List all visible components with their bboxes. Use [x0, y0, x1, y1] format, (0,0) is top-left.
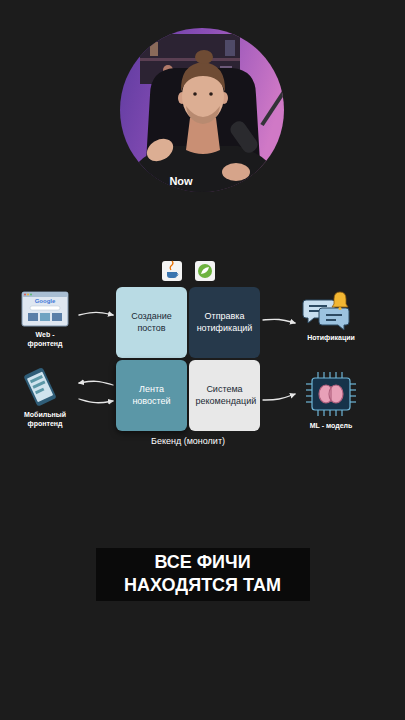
flow-arrow [263, 319, 295, 323]
ml-chip-icon [306, 389, 312, 390]
system-label: Web - фронтенд [24, 331, 66, 348]
browser-icon [30, 294, 32, 296]
presenter-photo [262, 90, 285, 125]
flow-arrow [79, 381, 113, 385]
ml-chip-icon [323, 372, 324, 378]
module-box: Лента новостей [116, 360, 187, 431]
ml-chip-icon [330, 386, 331, 402]
ml-chip-icon [350, 389, 356, 390]
notification-icon [319, 308, 349, 330]
caption-band: ВСЕ ФИЧИ НАХОДЯТСЯ ТАМ [0, 548, 405, 601]
presenter-photo [181, 62, 225, 92]
ml-chip-icon [329, 372, 330, 378]
presenter-photo [193, 92, 197, 96]
spring-logo [195, 261, 215, 281]
spring-logo [201, 267, 209, 274]
ml-chip-icon [306, 372, 356, 416]
module-box: Отправка нотификаций [189, 287, 260, 358]
spring-logo [195, 261, 215, 281]
notification-icon [303, 292, 349, 330]
ml-chip-icon [350, 383, 356, 384]
ml-chip-icon [335, 410, 336, 416]
browser-icon [28, 313, 38, 321]
presenter-photo [143, 134, 177, 165]
ml-chip-icon [312, 378, 350, 410]
notification-icon [326, 314, 342, 316]
browser-icon [22, 292, 68, 326]
presenter-photo [122, 146, 286, 200]
ml-chip-icon [341, 372, 342, 378]
browser-icon [22, 292, 68, 326]
subtitle-caption: ВСЕ ФИЧИ НАХОДЯТСЯ ТАМ [96, 548, 310, 601]
notification-icon [332, 292, 348, 307]
ml-chip-icon [317, 410, 318, 416]
java-logo [162, 261, 182, 281]
java-logo [167, 272, 177, 278]
notification-icon [309, 305, 327, 307]
ml-chip-icon [329, 410, 330, 416]
module-box: Система рекомендаций [189, 360, 260, 431]
presenter-photo [222, 163, 250, 181]
phone-icon [23, 367, 56, 407]
ml-chip-icon [306, 395, 312, 396]
browser-logo-text: Google [22, 298, 68, 304]
system-label: Мобильный фронтенд [22, 411, 68, 428]
module-label: Лента новостей [123, 384, 181, 407]
presenter-photo [225, 40, 235, 56]
system-label: ML - модель [299, 422, 363, 430]
browser-icon [24, 294, 26, 296]
system-icon: Мобильный фронтенд [14, 368, 76, 428]
notification-icon [326, 319, 336, 321]
shirt-print: Now [163, 176, 199, 187]
ml-chip-icon [323, 410, 324, 416]
ml-chip-icon [317, 372, 318, 378]
system-icon: ML - модель [298, 372, 364, 430]
module-box: Создание постов [116, 287, 187, 358]
browser-icon [30, 306, 60, 310]
group-label: Бекенд (монолит) [106, 436, 270, 447]
ml-chip-icon [319, 385, 333, 403]
java-logo [170, 261, 173, 270]
presenter-photo [150, 42, 158, 56]
browser-icon [52, 313, 62, 321]
ml-chip-icon [341, 410, 342, 416]
presenter-photo [186, 106, 220, 124]
system-label: Нотификации [299, 334, 363, 342]
phone-icon [35, 388, 44, 395]
ml-chip-icon [306, 383, 312, 384]
browser-icon [22, 292, 68, 297]
module-label: Создание постов [123, 311, 181, 334]
notification-icon [338, 307, 341, 310]
module-label: Отправка нотификаций [196, 311, 254, 334]
presenter-photo [195, 50, 213, 64]
phone-icon [23, 367, 56, 407]
browser-icon [27, 294, 29, 296]
ml-chip-icon [335, 372, 336, 378]
spring-logo [198, 264, 212, 278]
flow-arrow [263, 394, 295, 400]
system-icon: Нотификации [298, 288, 364, 342]
java-logo [162, 261, 182, 281]
ml-chip-icon [306, 401, 312, 402]
flow-arrow [79, 399, 113, 403]
flow-arrow [79, 312, 113, 315]
java-logo [177, 273, 179, 276]
ml-chip-icon [329, 385, 343, 403]
monolith-box: Бекенд (монолит)Создание постовОтправка … [116, 287, 260, 431]
ml-chip-icon [350, 401, 356, 402]
browser-icon [40, 313, 50, 321]
module-label: Система рекомендаций [196, 384, 254, 407]
presenter-photo [209, 92, 213, 96]
ml-chip-icon [350, 395, 356, 396]
presenter-photo [140, 58, 240, 61]
presenter-photo [118, 26, 288, 200]
phone-icon [32, 381, 45, 389]
phone-icon [27, 372, 53, 403]
presenter-photo [228, 118, 261, 155]
